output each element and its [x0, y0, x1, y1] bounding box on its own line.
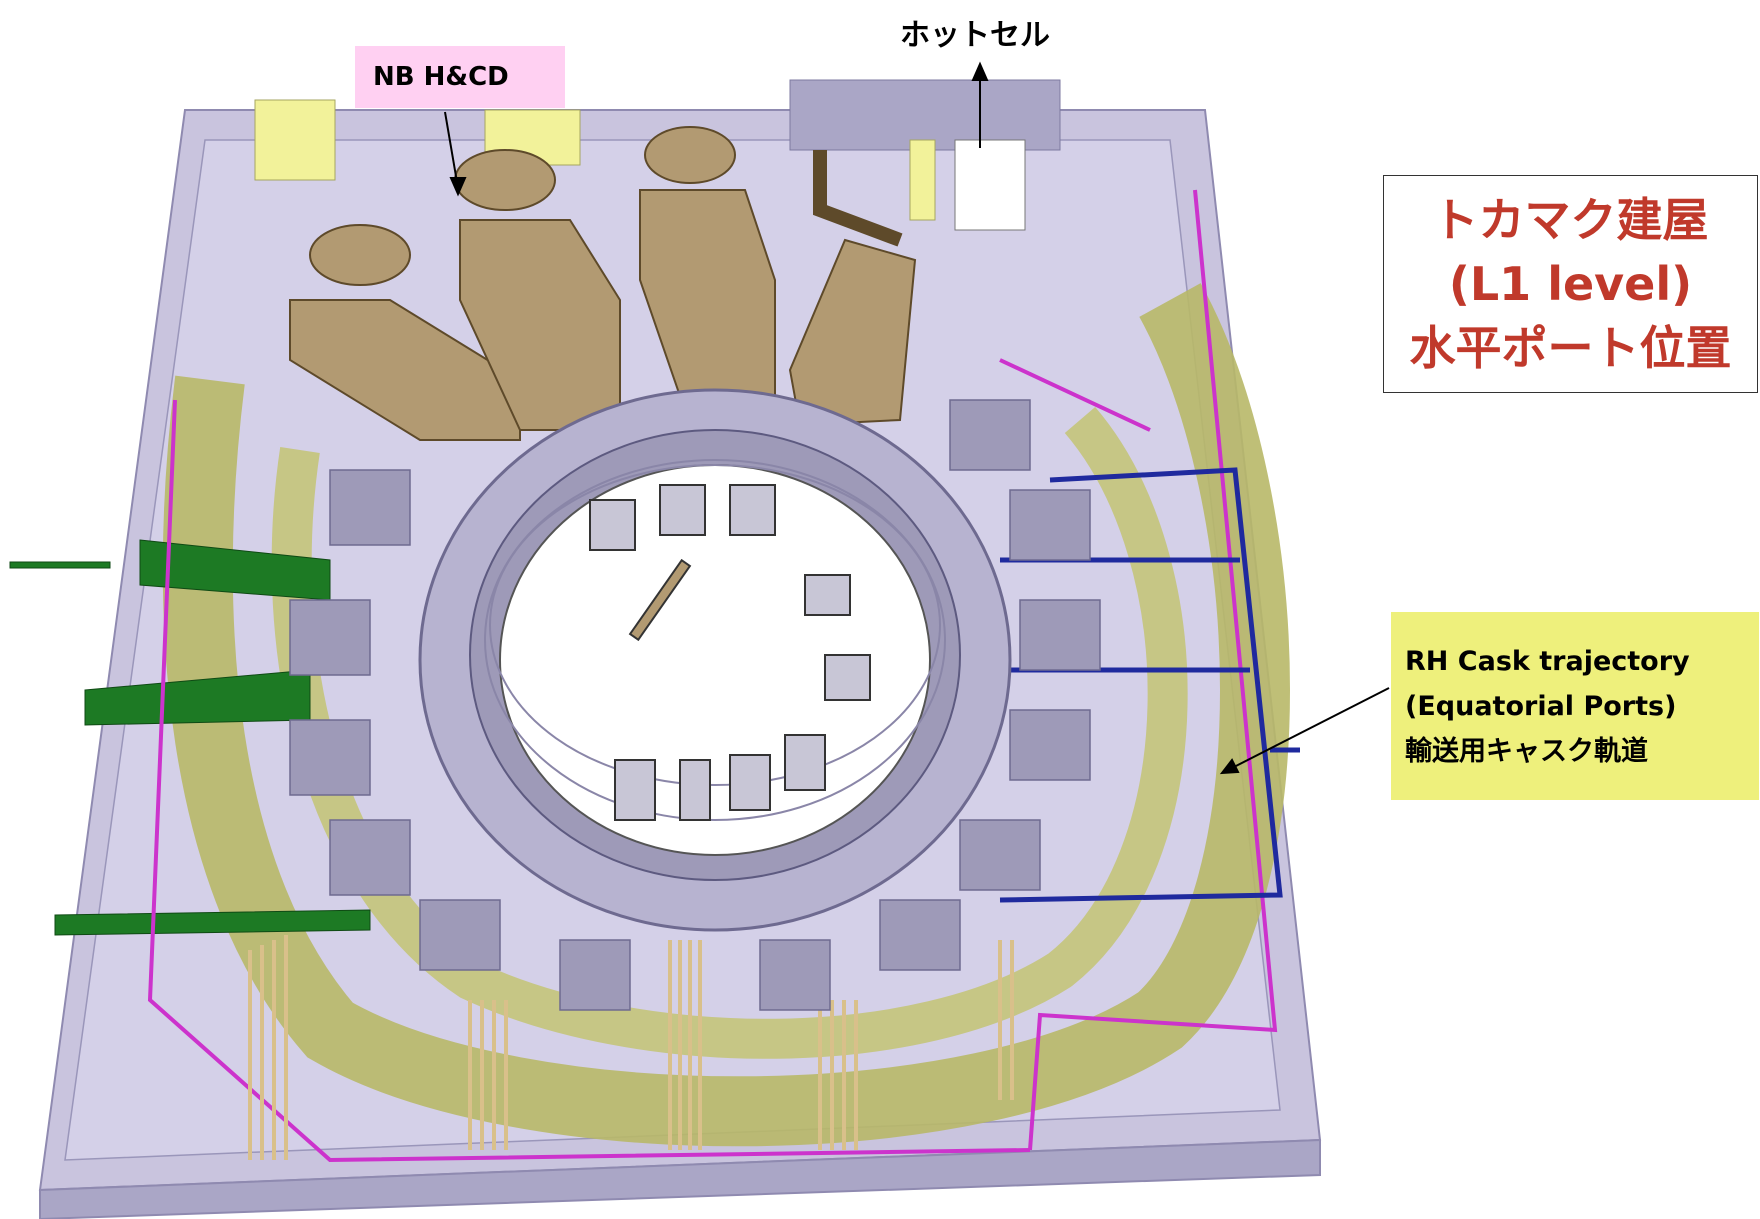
port-cells	[289, 399, 1101, 1011]
rh-line-3: 輸送用キャスク軌道	[1405, 735, 1648, 767]
hot-cell-building	[789, 79, 1061, 151]
inner-wall-segments	[484, 459, 946, 821]
building-front-face	[39, 1138, 1321, 1219]
title-box: トカマク建屋 (L1 level) 水平ポート位置	[1383, 175, 1758, 393]
magenta-pipes	[147, 189, 1278, 1163]
rh-cask-trajectory-box: RH Cask trajectory (Equatorial Ports) 輸送…	[1391, 612, 1759, 800]
tan-pipe-bundles	[248, 935, 1014, 1160]
hot-cell-opening	[954, 139, 1026, 231]
title-line-3: 水平ポート位置	[1409, 321, 1732, 375]
leader-lines	[444, 61, 1390, 775]
green-pipes	[9, 539, 371, 936]
yellow-equipment-3	[909, 139, 936, 221]
title-line-1: トカマク建屋	[1432, 193, 1709, 247]
cask-track-outer	[162, 283, 1290, 1147]
yellow-equipment-1	[254, 99, 336, 181]
title-line-2: (L1 level)	[1448, 257, 1693, 311]
rh-line-1: RH Cask trajectory	[1405, 645, 1690, 677]
rh-casks-in-pit	[589, 484, 871, 821]
nb-hcd-label: NB H&CD	[355, 46, 565, 108]
rh-line-2: (Equatorial Ports)	[1405, 690, 1677, 722]
hot-cell-label: ホットセル	[900, 18, 1050, 53]
